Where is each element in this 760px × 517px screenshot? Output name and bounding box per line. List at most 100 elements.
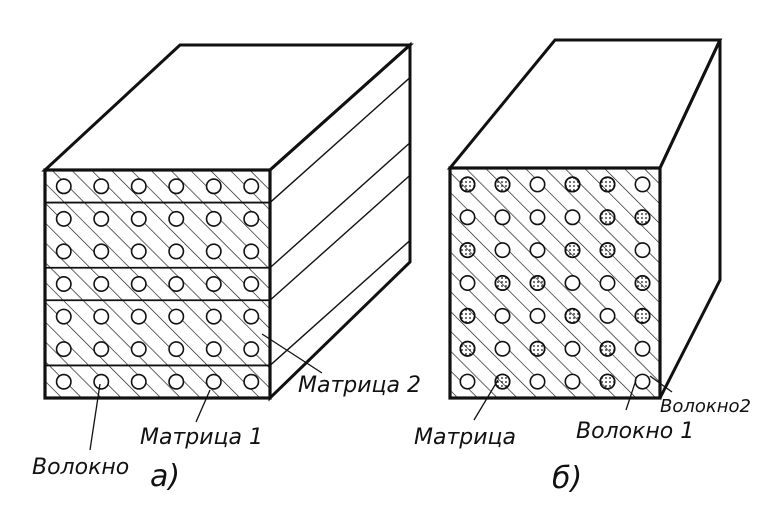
fiber-circle [205, 373, 222, 390]
fiber2-outline [529, 274, 546, 291]
fiber2-outline [599, 373, 616, 390]
fiber1-circle [494, 307, 511, 324]
fiber-circle [55, 210, 72, 227]
fiber1-circle [634, 340, 651, 357]
fiber1-circle [494, 242, 511, 259]
fiber-circle [130, 178, 147, 195]
fiber2-outline [494, 373, 511, 390]
fiber1-circle [459, 373, 476, 390]
fiber-circle [205, 275, 222, 292]
fiber-circle [243, 275, 260, 292]
fiber2-outline [599, 242, 616, 259]
side-layer-line [269, 174, 411, 301]
fiber-circle [168, 373, 185, 390]
block-a-front-hatch [45, 170, 270, 398]
fiber-circle [93, 308, 110, 325]
fiber1-circle [634, 373, 651, 390]
fiber2-outline [459, 340, 476, 357]
fiber2-outline [634, 274, 651, 291]
fiber2-outline [634, 209, 651, 226]
fiber-circle [130, 210, 147, 227]
fiber-circle [168, 243, 185, 260]
fiber-circle [93, 178, 110, 195]
fiber2-outline [564, 242, 581, 259]
block-a-side-layer-lines [269, 77, 411, 366]
fiber-circle [243, 308, 260, 325]
fiber-circle [55, 341, 72, 358]
fiber-circle [130, 243, 147, 260]
fiber-circle [130, 275, 147, 292]
fiber-circle [243, 341, 260, 358]
fiber2-outline [494, 176, 511, 193]
fiber1-circle [529, 307, 546, 324]
fiber2-outline [459, 176, 476, 193]
fiber1-circle [529, 373, 546, 390]
fiber1-circle [494, 209, 511, 226]
block-a-side-face [268, 41, 412, 402]
leader-matrix-b [473, 379, 499, 421]
fiber-circle [93, 373, 110, 390]
caption-a: а) [150, 459, 180, 494]
fiber-circle [93, 275, 110, 292]
block-b-side-face [658, 39, 722, 399]
fiber-circle [55, 373, 72, 390]
fiber1-circle [529, 242, 546, 259]
block-a-front-face [45, 178, 270, 390]
fiber1-circle [529, 209, 546, 226]
fiber2-outline [459, 307, 476, 324]
figure-a-layered-block [41, 41, 414, 402]
fiber-circle [130, 341, 147, 358]
leader-lines [89, 333, 673, 451]
fiber1-circle [564, 340, 581, 357]
fiber-circle [205, 178, 222, 195]
fiber-circle [93, 210, 110, 227]
fiber1-circle [529, 176, 546, 193]
block-a-front-outline [43, 168, 272, 400]
fiber1-circle [599, 307, 616, 324]
leader-fiber2-b [649, 375, 673, 393]
block-b-front-hatch [450, 168, 660, 398]
fiber1-circle [494, 340, 511, 357]
fiber-circle [130, 373, 147, 390]
fiber2-outline [459, 242, 476, 259]
fiber-circle [243, 210, 260, 227]
fiber1-circle [599, 274, 616, 291]
fiber2-outline [494, 274, 511, 291]
fiber-circle [93, 243, 110, 260]
fiber2-outline [564, 307, 581, 324]
caption-b: б) [552, 461, 582, 496]
leader-fiber1-b [625, 379, 637, 411]
fiber1-circle [634, 176, 651, 193]
fiber-circle [243, 243, 260, 260]
side-layer-line [269, 239, 411, 366]
leader-matrix2 [261, 333, 323, 374]
label-fiber-a: Волокно [32, 455, 129, 480]
fiber2-outline [529, 340, 546, 357]
fiber1-circle [459, 209, 476, 226]
fiber1-circle [634, 242, 651, 259]
label-matrix-2: Матрица 2 [298, 373, 421, 398]
figure-b-mixed-block [446, 38, 723, 400]
fiber-circle [55, 308, 72, 325]
fiber1-circle [459, 274, 476, 291]
label-matrix-1: Матрица 1 [140, 425, 263, 450]
fiber2-outline [599, 176, 616, 193]
fiber-circle [243, 373, 260, 390]
label-matrix-b: Матрица [414, 425, 516, 450]
fiber-circle [205, 308, 222, 325]
block-b-front-face [459, 176, 651, 390]
side-layer-line [269, 142, 411, 269]
fiber-circle [55, 243, 72, 260]
leader-fiber-a [89, 383, 101, 451]
label-fiber-1: Волокно 1 [576, 419, 694, 444]
fiber-circle [93, 341, 110, 358]
fiber-circle [205, 243, 222, 260]
block-b-top-face [446, 38, 723, 170]
leader-matrix1 [195, 389, 211, 423]
fiber-circle [168, 178, 185, 195]
fiber1-circle [564, 274, 581, 291]
fiber1-circle [564, 209, 581, 226]
block-a-top-face [41, 43, 414, 172]
fiber2-outline [599, 340, 616, 357]
